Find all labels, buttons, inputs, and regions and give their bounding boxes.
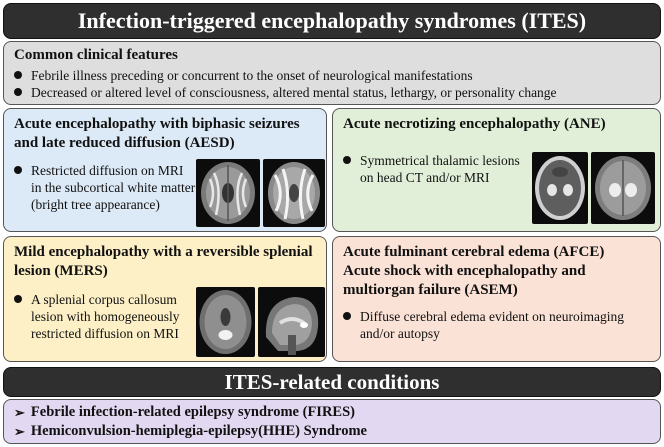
aesd-box: Acute encephalopathy with biphasic seizu… — [3, 108, 327, 232]
bullet-icon — [14, 295, 22, 303]
ane-finding: Symmetrical thalamic lesions on head CT … — [343, 152, 650, 186]
aesd-title-line1: Acute encephalopathy with biphasic seizu… — [14, 116, 300, 132]
brain-mri-image — [196, 287, 255, 357]
main-title-banner: Infection-triggered encephalopathy syndr… — [3, 3, 661, 39]
main-title: Infection-triggered encephalopathy syndr… — [77, 8, 587, 33]
afce-title: Acute fulminant cerebral edema (AFCE) — [343, 244, 605, 260]
afce-asem-box: Acute fulminant cerebral edema (AFCE) Ac… — [332, 236, 661, 362]
sagittal-mri-image — [258, 287, 325, 357]
related-conditions-box: ➢ Febrile infection-related epilepsy syn… — [3, 399, 661, 444]
arrowhead-right-icon: ➢ — [14, 405, 25, 420]
related-conditions-title: ITES-related conditions — [224, 369, 440, 394]
brain-mri-image — [591, 152, 655, 224]
mers-title-line2: lesion (MERS) — [14, 263, 108, 279]
related-conditions-banner: ITES-related conditions — [3, 367, 661, 397]
asem-title-line1: Acute shock with encephalopathy and — [343, 263, 586, 279]
common-features-box: Common clinical features Febrile illness… — [3, 41, 661, 105]
bullet-icon — [14, 71, 22, 79]
common-feature-item: Febrile illness preceding or concurrent … — [14, 67, 650, 84]
asem-title-line2: multiorgan failure (ASEM) — [343, 282, 518, 298]
mers-box: Mild encephalopathy with a reversible sp… — [3, 236, 327, 362]
common-features-title: Common clinical features — [14, 47, 178, 63]
brain-mri-image — [196, 159, 260, 227]
related-condition-item: ➢ Febrile infection-related epilepsy syn… — [14, 404, 355, 420]
bullet-icon — [14, 166, 22, 174]
afce-finding: Diffuse cerebral edema evident on neuroi… — [343, 308, 650, 342]
ane-title: Acute necrotizing encephalopathy (ANE) — [343, 116, 606, 132]
common-feature-item: Decreased or altered level of consciousn… — [14, 84, 650, 101]
bullet-icon — [343, 312, 351, 320]
bullet-icon — [14, 88, 22, 96]
bullet-icon — [343, 156, 351, 164]
arrowhead-right-icon: ➢ — [14, 424, 25, 439]
aesd-finding: Restricted diffusion on MRI in the subco… — [14, 162, 316, 213]
mers-finding: A splenial corpus callosum lesion with h… — [14, 291, 316, 342]
aesd-title-line2: and late reduced diffusion (AESD) — [14, 135, 235, 151]
ane-box: Acute necrotizing encephalopathy (ANE) S… — [332, 108, 661, 232]
head-ct-image — [532, 152, 588, 224]
related-condition-item: ➢ Hemiconvulsion-hemiplegia-epilepsy(HHE… — [14, 423, 367, 439]
brain-mri-image — [263, 159, 325, 227]
mers-title-line1: Mild encephalopathy with a reversible sp… — [14, 244, 313, 260]
